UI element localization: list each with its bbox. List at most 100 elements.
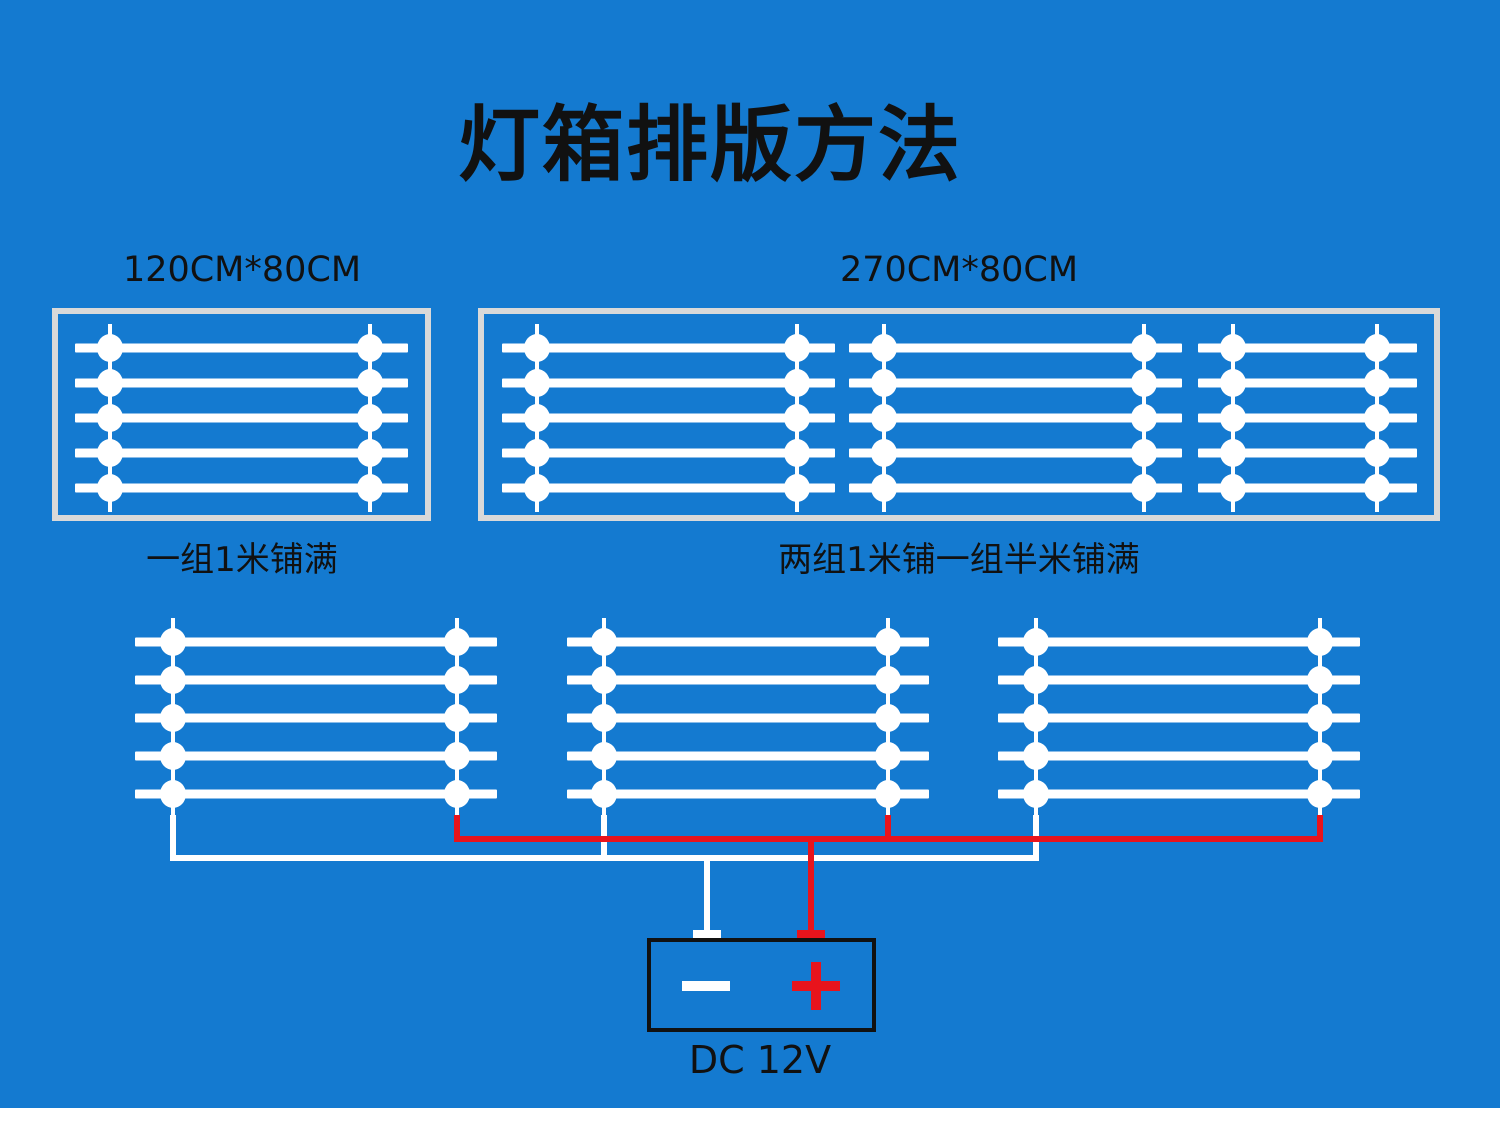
strip-node [1307, 628, 1333, 656]
strip-group-bottom-3 [998, 618, 1360, 818]
led-strip-bar [75, 448, 408, 458]
strip-node [1307, 780, 1333, 808]
positive-terminal [797, 930, 825, 938]
strip-node [1307, 704, 1333, 732]
strip-node [1023, 742, 1049, 770]
strip-node [1220, 439, 1246, 467]
positive-wire-bus [454, 836, 1323, 842]
strip-group-right-half-m [1198, 324, 1417, 512]
strip-node [160, 666, 186, 694]
led-strip-bar [75, 343, 408, 353]
lightbox-frames [52, 308, 1440, 521]
led-strip-bar [849, 343, 1182, 353]
wiring-diagram [52, 308, 1440, 1032]
led-strip-bar [567, 751, 929, 761]
positive-wire-drop [454, 815, 460, 842]
frame-right [478, 308, 1440, 521]
strip-node [871, 439, 897, 467]
strip-node [784, 474, 810, 502]
strip-node [1307, 666, 1333, 694]
led-strip-bar [1198, 413, 1417, 423]
led-strip-bar [849, 448, 1182, 458]
power-supply-label: DC 12V [688, 1038, 832, 1082]
plus-icon-vertical [811, 962, 821, 1010]
led-strip-bar [998, 751, 1360, 761]
positive-wire-feed [808, 836, 814, 937]
strip-group-right-1m-b [849, 324, 1182, 512]
negative-wire-bus [170, 855, 1039, 861]
strip-node [1364, 439, 1390, 467]
strip-node [1220, 334, 1246, 362]
strip-node [160, 780, 186, 808]
strip-node [1364, 369, 1390, 397]
strip-node [1131, 439, 1157, 467]
strip-node [1220, 369, 1246, 397]
power-supply [647, 938, 876, 1032]
wires [170, 815, 1323, 938]
led-strip-bar [1198, 343, 1417, 353]
strip-node [444, 742, 470, 770]
strip-node [97, 334, 123, 362]
strip-node [160, 704, 186, 732]
strip-node [444, 704, 470, 732]
strip-node [357, 439, 383, 467]
led-strip-bar [502, 483, 835, 493]
strip-node [524, 404, 550, 432]
power-supply-box [647, 938, 876, 1032]
strip-node [1023, 780, 1049, 808]
strip-node [1131, 474, 1157, 502]
led-strip-bar [998, 675, 1360, 685]
bottom-margin [0, 1108, 1500, 1137]
strip-node [444, 780, 470, 808]
led-strip-bar [75, 413, 408, 423]
led-strip-bar [849, 483, 1182, 493]
right-panel-dimension: 270CM*80CM [839, 250, 1079, 290]
led-strip-bar [502, 413, 835, 423]
page-title-text: 灯箱排版方法 [457, 98, 962, 193]
strip-node [524, 439, 550, 467]
led-strip-bar [998, 789, 1360, 799]
led-strip-bar [75, 378, 408, 388]
led-strip-bar [567, 675, 929, 685]
strip-node [871, 334, 897, 362]
strip-node [1023, 628, 1049, 656]
strip-node [357, 404, 383, 432]
led-strip-bar [75, 483, 408, 493]
led-strip-bar [135, 751, 497, 761]
negative-wire-feed [704, 855, 710, 937]
strip-node [357, 474, 383, 502]
strip-node [1131, 334, 1157, 362]
strip-group-left-1m [75, 324, 408, 512]
strip-node [97, 369, 123, 397]
strip-node [871, 369, 897, 397]
strip-node [591, 704, 617, 732]
positive-wire-drop [885, 815, 891, 842]
negative-terminal [693, 930, 721, 938]
led-strip-bar [135, 675, 497, 685]
led-strip-bar [567, 789, 929, 799]
strip-node [1220, 474, 1246, 502]
left-panel-dimension: 120CM*80CM [122, 250, 362, 290]
strip-node [591, 628, 617, 656]
strip-group-bottom-2 [567, 618, 929, 818]
strip-node [1364, 334, 1390, 362]
minus-icon [682, 981, 730, 991]
led-strip-bar [1198, 378, 1417, 388]
strip-node [1023, 704, 1049, 732]
strip-node [875, 742, 901, 770]
strip-node [871, 404, 897, 432]
strip-node [784, 334, 810, 362]
led-strip-bar [502, 448, 835, 458]
strip-node [871, 474, 897, 502]
strip-node [1131, 369, 1157, 397]
led-strip-bar [998, 713, 1360, 723]
led-strip-bar [502, 378, 835, 388]
led-strip-bar [135, 637, 497, 647]
strip-node [357, 369, 383, 397]
strip-node [97, 474, 123, 502]
strip-node [875, 780, 901, 808]
led-strip-bar [567, 637, 929, 647]
led-strip-bar [849, 413, 1182, 423]
strip-node [160, 628, 186, 656]
led-strip-bar [135, 789, 497, 799]
